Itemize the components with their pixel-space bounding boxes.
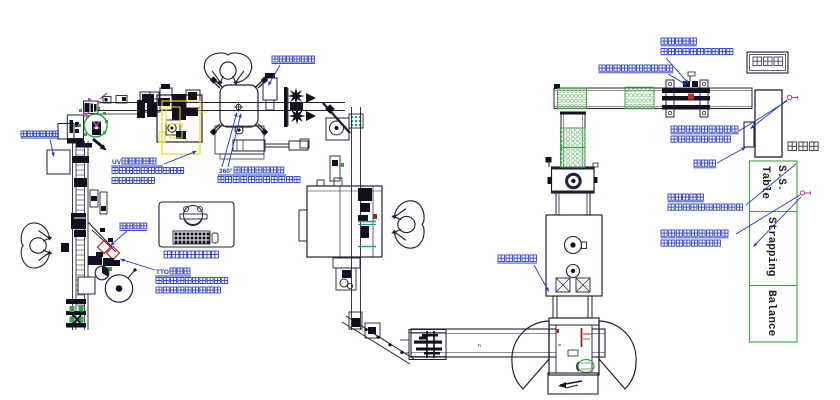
svg-text:Balance: Balance xyxy=(765,290,777,337)
svg-text:S.S.: S.S. xyxy=(775,165,787,191)
svg-text:Table: Table xyxy=(759,166,771,199)
svg-text:n: n xyxy=(478,343,481,349)
svg-text:m: m xyxy=(558,342,562,347)
svg-text:TTO: TTO xyxy=(156,269,169,276)
svg-text:Strapping: Strapping xyxy=(765,217,777,276)
svg-text:UV: UV xyxy=(112,159,122,166)
svg-text:360°: 360° xyxy=(219,167,233,175)
